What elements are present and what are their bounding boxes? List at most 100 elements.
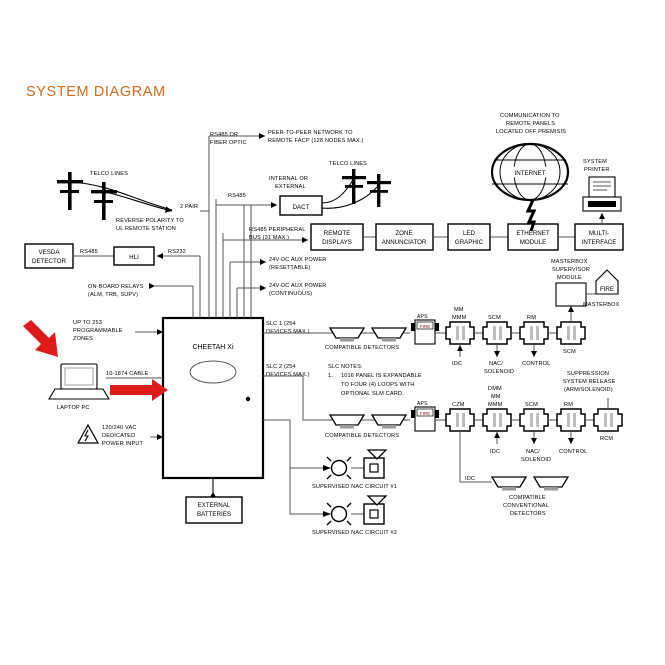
rcm-bottom-label: RCM	[600, 436, 613, 442]
peer-network-line2: REMOTE FACP (128 NODES MAX.)	[268, 138, 363, 144]
internet-label: INTERNET	[515, 170, 546, 177]
zone-annunciator-line1: ZONE	[395, 230, 412, 237]
conv-detectors-line3: DETECTORS	[510, 511, 546, 517]
external-batteries-box	[185, 496, 243, 524]
dact-label: DACT	[293, 204, 310, 211]
panel-indicator-dot	[245, 396, 251, 402]
modules-mm: MM MMM IDC	[445, 307, 475, 367]
remote-displays-line1: REMOTE	[324, 230, 350, 237]
slc1-detectors-label: COMPATIBLE DETECTORS	[325, 345, 399, 351]
periph-bus-line2: BUS (31 MAX.)	[249, 235, 289, 241]
telco-pole-top-1	[342, 169, 366, 204]
slc-notes-line3: OPTIONAL SLM CARD.	[341, 391, 404, 397]
rs485-vesda-label: RS485	[80, 249, 98, 255]
multi-interface-box	[574, 223, 624, 251]
comm-remote-line2: REMOTE PANELS	[506, 121, 555, 127]
peer-network-line1: PEER-TO-PEER NETWORK TO	[268, 130, 353, 136]
suppression-line3: (ARM/SOLENOID)	[564, 387, 613, 393]
suppression-line1: SUPPRESSION	[567, 371, 609, 377]
ethernet-line2: MODULE	[520, 239, 546, 246]
power-line1: 120/240 VAC	[102, 425, 137, 431]
aux1-line2: (RESETTABLE)	[269, 265, 310, 271]
internal-external-line2: EXTERNAL	[275, 184, 306, 190]
slc-notes-num: 1.	[328, 373, 333, 379]
panel-display-oval	[189, 360, 237, 384]
scm-slc2-bottom-line2: SOLENOID	[521, 457, 551, 463]
lightning-bolt-icon	[525, 199, 537, 232]
telco-pole-left-2	[91, 182, 117, 220]
masterbox-supervisor-box	[555, 282, 587, 307]
zone-annunciator-line2: ANNUNCIATOR	[382, 239, 427, 246]
dmm-top-line1: DMM	[488, 386, 502, 392]
dmm-top-line2: MMM	[488, 402, 503, 408]
remote-displays-box	[310, 223, 364, 251]
internet-globe-icon: INTERNET	[490, 142, 570, 202]
rm-top-label: RM	[527, 315, 536, 321]
vesda-line1: VESDA	[39, 249, 61, 256]
slc1-detector-2	[370, 327, 408, 342]
scm-bottom-line1: NAC/	[489, 361, 503, 367]
masterbox-fire-label: FIRE	[600, 286, 614, 293]
nac2-arrow	[323, 511, 331, 517]
dmm-top-line1b: MM	[491, 394, 501, 400]
nac-horn-1	[326, 456, 352, 480]
led-graphic-box	[447, 223, 491, 251]
conv-detectors-line2: CONVENTIONAL	[503, 503, 549, 509]
rs232-label: RS232	[168, 249, 186, 255]
conv-detectors-line1: COMPATIBLE	[509, 495, 546, 501]
czm-top-label: CZM	[452, 402, 465, 408]
power-line2: DEDICATED	[102, 433, 135, 439]
vesda-detector-box	[24, 243, 74, 269]
rs485-fiber-line1: RS485 OR	[210, 132, 238, 138]
red-arrow-horizontal	[110, 379, 168, 401]
onboard-relays-line1: ON-BOARD RELAYS	[88, 284, 144, 290]
telco-pole-top-2	[367, 174, 391, 207]
slc1-line2: DEVICES MAX.)	[266, 329, 310, 335]
scm-bottom-line2: SOLENOID	[484, 369, 514, 375]
power-line3: POWER INPUT	[102, 441, 144, 447]
slc2-aps-label: APS	[417, 401, 428, 407]
scm-top-label: SCM	[488, 315, 501, 321]
hli-label: HLI	[129, 254, 139, 261]
conventional-detector-1	[490, 476, 528, 491]
modules-rm: RM CONTROL	[556, 402, 587, 455]
mm-top-line2: MMM	[452, 315, 467, 321]
modules-rcm: RCM	[593, 408, 623, 442]
nac-horn-2	[326, 502, 352, 526]
laptop-icon	[48, 363, 110, 400]
nac1-line	[263, 419, 323, 469]
slc1-detector-1	[328, 327, 366, 342]
zones-line3: ZONES	[73, 336, 93, 342]
slc-notes-line1: 1016 PANEL IS EXPANDABLE	[341, 373, 422, 379]
slc-notes-title: SLC NOTES:	[328, 364, 363, 370]
aux1-line1: 24V-DC AUX POWER	[269, 257, 326, 263]
nac1-arrow	[323, 465, 331, 471]
warning-triangle-icon	[76, 423, 100, 444]
rm-slc2-top-label: RM	[564, 402, 573, 408]
slc2-line1: SLC 2 (254	[266, 364, 296, 370]
nac-strobe-1	[363, 449, 388, 479]
dact-box	[279, 195, 323, 216]
page-title: SYSTEM DIAGRAM	[26, 84, 166, 100]
modules-czm: CZM	[445, 402, 475, 432]
ethernet-line1: ETHERNET	[516, 230, 550, 237]
dmm-bottom-line1: IDC	[490, 449, 500, 455]
suppression-line2: SYSTEM RELEASE	[563, 379, 616, 385]
msm-line2: SUPERVISOR	[552, 267, 590, 273]
rm-slc2-bottom-line1: CONTROL	[559, 449, 587, 455]
periph-bus-line1: RS485 PERIPHERAL	[249, 227, 306, 233]
slc1-fire-label: FIRE	[420, 324, 430, 329]
masterbox-house-icon: FIRE	[595, 269, 619, 295]
reverse-polarity-line2: UL REMOTE STATION	[116, 226, 176, 232]
nac-circuit2-label: SUPERVISED NAC CIRCUIT #2	[312, 530, 397, 536]
led-graphic-line1: LED	[463, 230, 476, 237]
cable-label: 10-1874 CABLE	[106, 371, 148, 377]
masterbox-label: MASTERBOX	[583, 302, 620, 308]
reverse-polarity-line1: REVERSE POLARITY TO	[116, 218, 184, 224]
telco-lines-top-label: TELCO LINES	[329, 161, 367, 167]
aux2-line1: 24V-DC AUX POWER	[269, 283, 326, 289]
modules-scm: SCM NAC/ SOLENOID	[482, 315, 514, 375]
telco-pole-left-1	[57, 172, 83, 210]
